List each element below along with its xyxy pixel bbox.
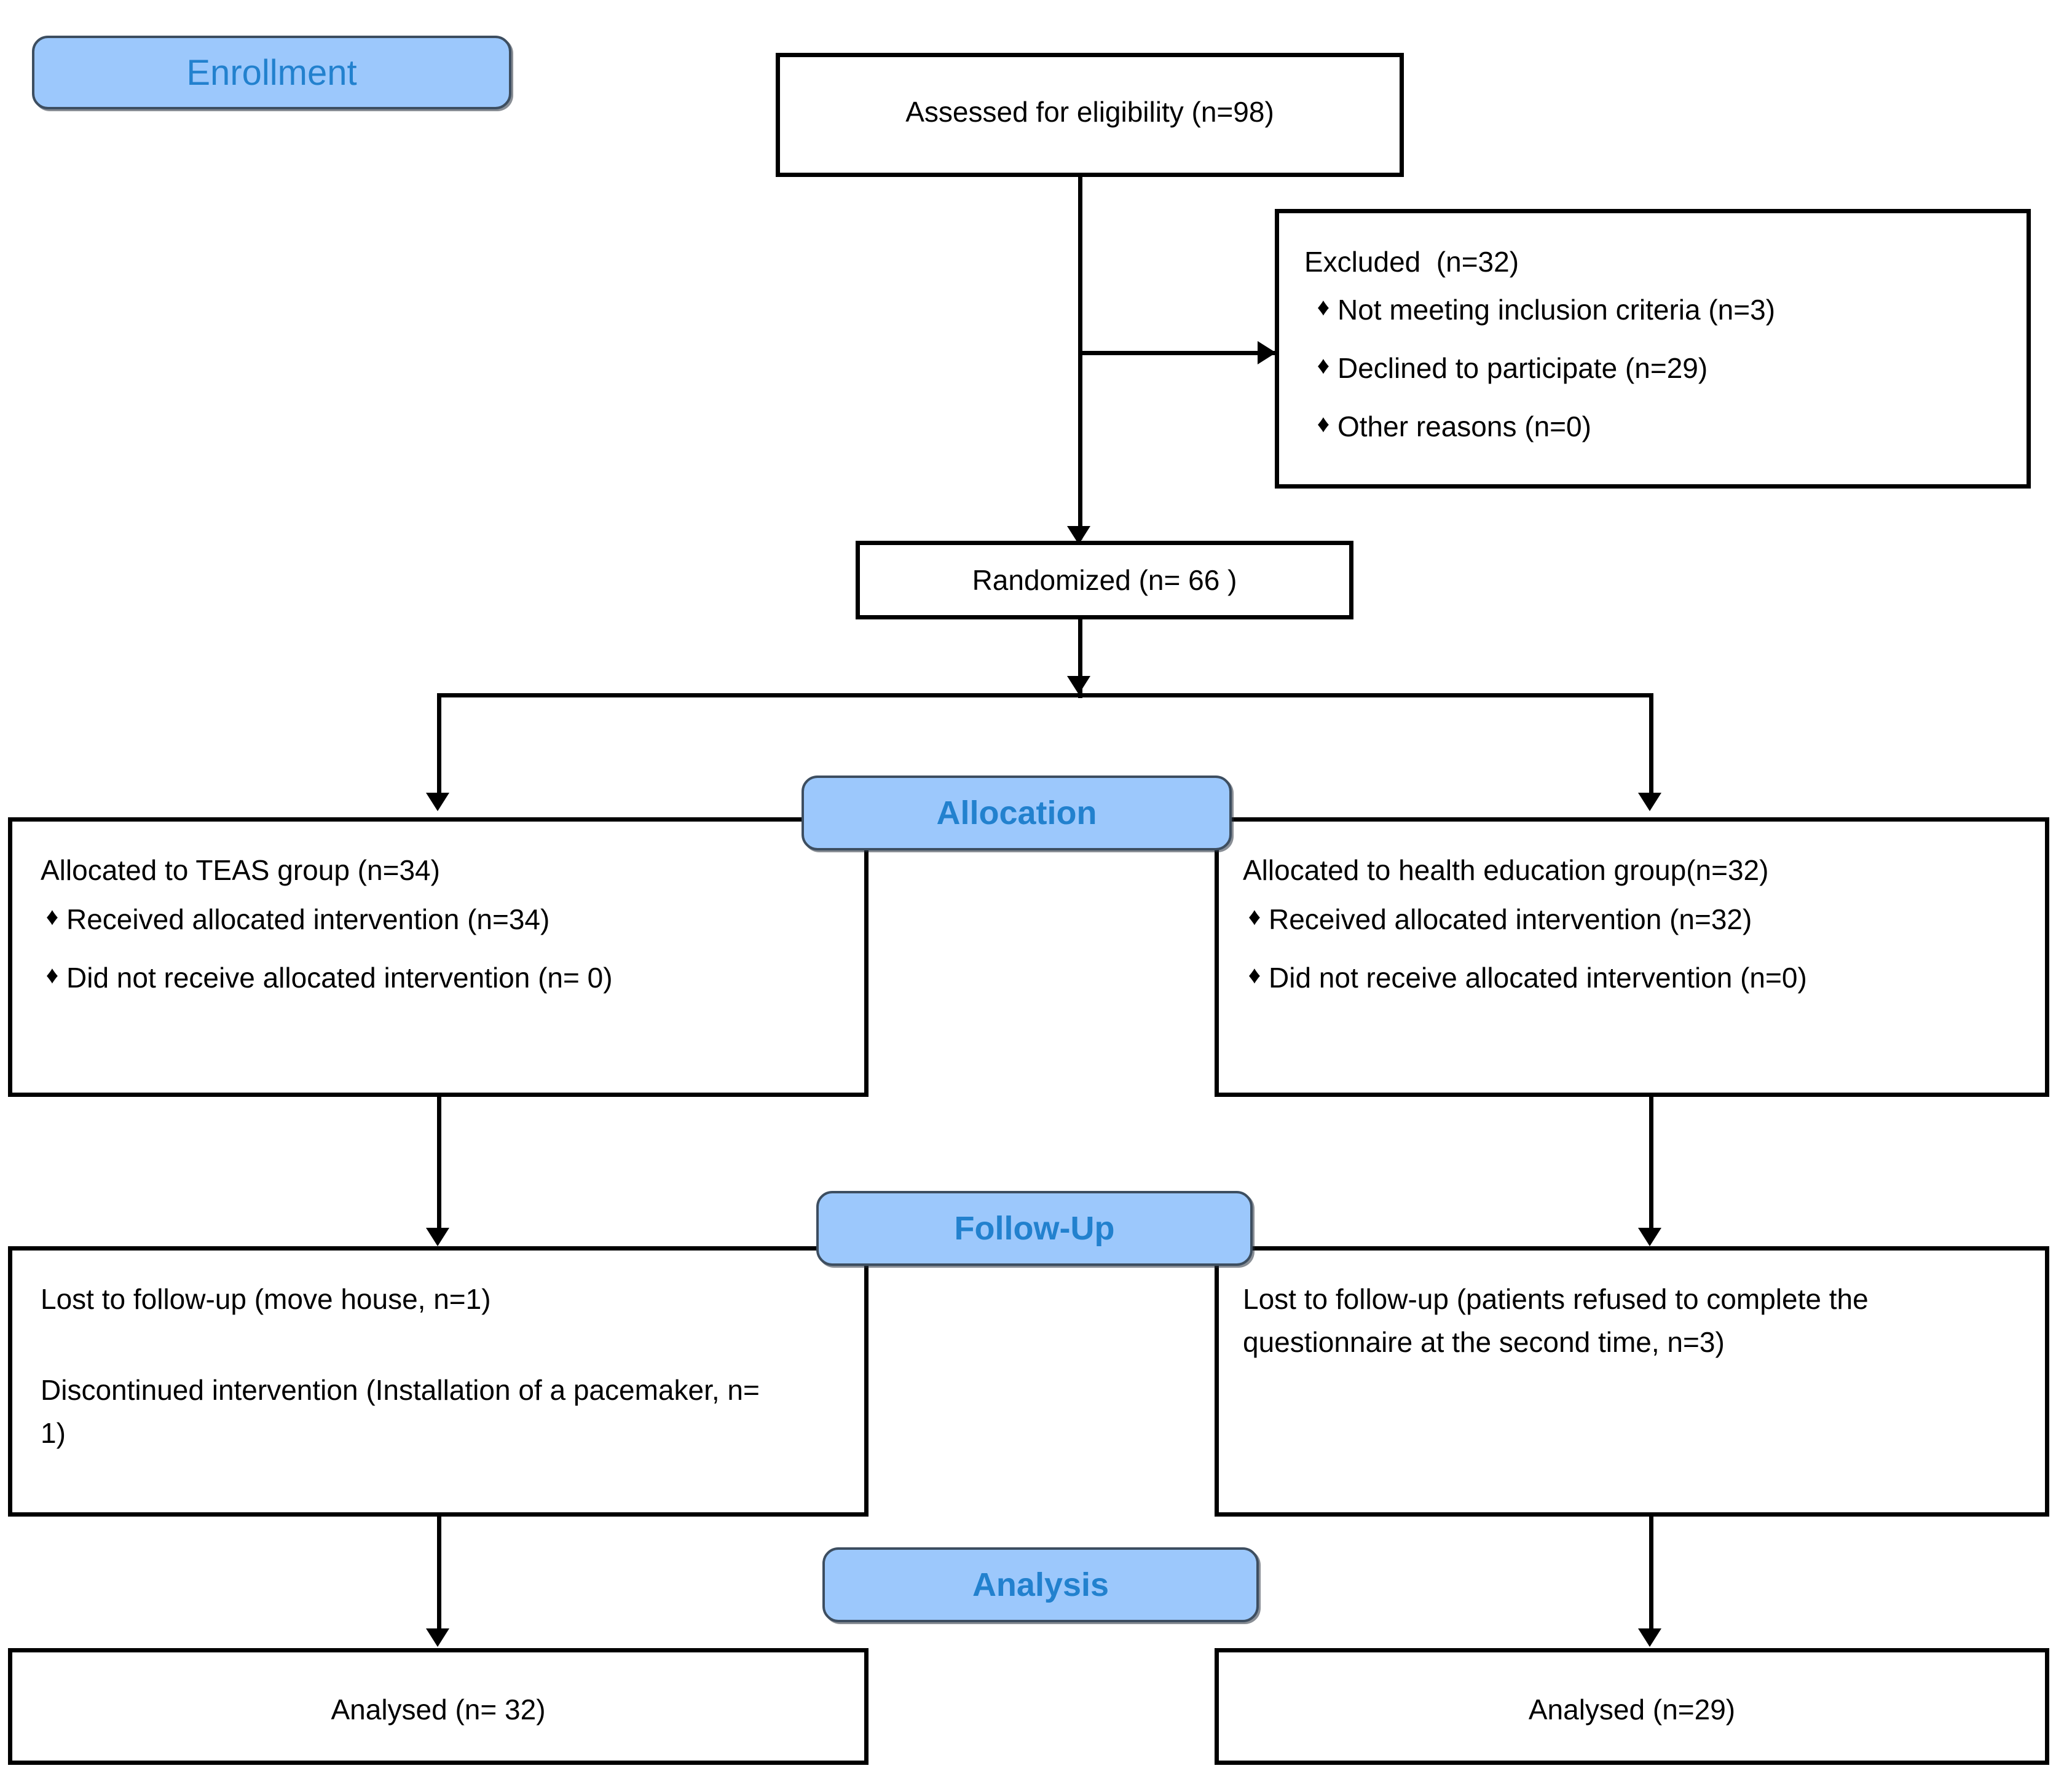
diamond-bullet-icon: ♦ — [1248, 962, 1261, 989]
node-allocation-right — [1215, 817, 2049, 1097]
node-analysed-right — [1215, 1648, 2049, 1765]
stage-badge-enrollment-label: Enrollment — [186, 52, 357, 93]
diamond-bullet-icon: ♦ — [45, 962, 59, 989]
list-item: ♦ Declined to participate (n=29) — [1314, 347, 2021, 390]
list-item-label: Not meeting inclusion criteria (n=3) — [1337, 294, 1776, 326]
list-item-label: Did not receive allocated intervention (… — [1269, 962, 1807, 994]
connector-randomized-split-bar — [439, 693, 1653, 697]
node-followup-right-line1: Lost to follow-up (patients refused to c… — [1243, 1283, 1877, 1358]
stage-badge-allocation: Allocation — [802, 776, 1232, 850]
connector-alloc-left-to-followup — [437, 1097, 441, 1229]
node-randomized — [856, 541, 1353, 619]
list-item-label: Declined to participate (n=29) — [1337, 352, 1708, 384]
list-item-label: Other reasons (n=0) — [1337, 410, 1591, 442]
list-item-label: Did not receive allocated intervention (… — [66, 962, 613, 994]
connector-split-to-alloc-right — [1649, 693, 1653, 804]
list-item-label: Received allocated intervention (n=34) — [66, 903, 550, 935]
diamond-bullet-icon: ♦ — [1317, 294, 1330, 321]
list-item: ♦ Other reasons (n=0) — [1314, 406, 2021, 448]
list-item: ♦ Did not receive allocated intervention… — [1245, 957, 2044, 999]
node-allocation-left — [8, 817, 869, 1097]
node-excluded-reason-list: ♦ Not meeting inclusion criteria (n=3) ♦… — [1314, 289, 2021, 464]
connector-assessed-to-excluded — [1078, 351, 1275, 355]
list-item: ♦ Received allocated intervention (n=32) — [1245, 898, 2044, 941]
arrow-assessed-to-randomized — [1067, 526, 1090, 544]
connector-randomized-down — [1078, 619, 1082, 698]
list-item: ♦ Not meeting inclusion criteria (n=3) — [1314, 289, 2021, 331]
list-item: ♦ Received allocated intervention (n=34) — [43, 898, 861, 941]
stage-badge-enrollment: Enrollment — [32, 36, 511, 109]
node-followup-left-line2: Discontinued intervention (Installation … — [41, 1374, 768, 1449]
node-excluded — [1275, 209, 2031, 489]
arrow-split-to-alloc-right — [1638, 793, 1661, 811]
connector-split-to-alloc-left — [437, 693, 441, 804]
arrow-followup-left-to-analysed — [426, 1628, 449, 1647]
diamond-bullet-icon: ♦ — [1248, 903, 1261, 930]
connector-followup-left-to-analysed — [437, 1513, 441, 1631]
stage-badge-allocation-label: Allocation — [936, 795, 1097, 831]
node-assessed-for-eligibility — [776, 53, 1404, 177]
node-analysed-left-label: Analysed (n= 32) — [331, 1694, 546, 1726]
connector-followup-right-to-analysed — [1649, 1513, 1653, 1631]
list-item-label: Received allocated intervention (n=32) — [1269, 903, 1752, 935]
arrow-randomized-split — [1067, 676, 1090, 694]
node-analysed-left — [8, 1648, 869, 1765]
node-allocation-left-list: ♦ Received allocated intervention (n=34)… — [43, 898, 861, 1015]
node-allocation-right-heading: Allocated to health education group(n=32… — [1243, 854, 1769, 886]
arrow-followup-right-to-analysed — [1638, 1628, 1661, 1647]
diamond-bullet-icon: ♦ — [45, 903, 59, 930]
diamond-bullet-icon: ♦ — [1317, 410, 1330, 438]
node-assessed-for-eligibility-label: Assessed for eligibility (n=98) — [905, 96, 1274, 128]
arrow-alloc-right-to-followup — [1638, 1228, 1661, 1246]
stage-badge-analysis-label: Analysis — [972, 1566, 1109, 1603]
arrow-assessed-to-excluded — [1258, 341, 1276, 364]
arrow-split-to-alloc-left — [426, 793, 449, 811]
diamond-bullet-icon: ♦ — [1317, 352, 1330, 379]
node-excluded-heading: Excluded (n=32) — [1304, 246, 1519, 278]
node-allocation-left-heading: Allocated to TEAS group (n=34) — [41, 854, 440, 886]
stage-badge-followup-label: Follow-Up — [954, 1210, 1115, 1247]
arrow-alloc-left-to-followup — [426, 1228, 449, 1246]
node-followup-right — [1215, 1246, 2049, 1517]
stage-badge-followup: Follow-Up — [816, 1191, 1253, 1266]
node-followup-left — [8, 1246, 869, 1517]
node-randomized-label: Randomized (n= 66 ) — [972, 564, 1237, 596]
list-item: ♦ Did not receive allocated intervention… — [43, 957, 861, 999]
connector-assessed-to-randomized — [1078, 177, 1082, 540]
stage-badge-analysis: Analysis — [822, 1547, 1259, 1622]
node-analysed-right-label: Analysed (n=29) — [1528, 1694, 1736, 1726]
node-followup-left-line1: Lost to follow-up (move house, n=1) — [41, 1283, 491, 1315]
node-allocation-right-list: ♦ Received allocated intervention (n=32)… — [1245, 898, 2044, 1015]
connector-alloc-right-to-followup — [1649, 1097, 1653, 1229]
